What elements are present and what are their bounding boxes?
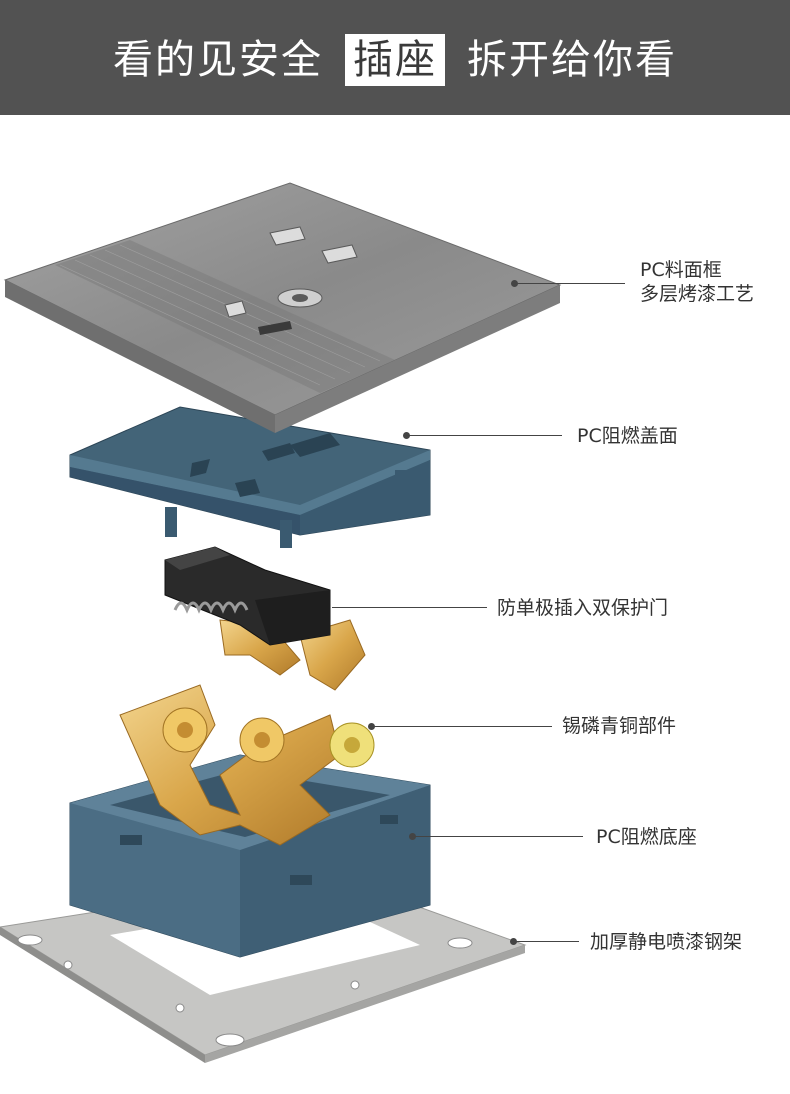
base-dot	[409, 833, 416, 840]
frame-dot	[510, 938, 517, 945]
faceplate-leader	[515, 283, 625, 284]
copper-contacts	[119, 619, 375, 846]
shutter-leader	[332, 607, 487, 608]
shutter-label: 防单极插入双保护门	[497, 597, 669, 619]
exploded-socket-illustration	[0, 182, 562, 1063]
page-title: 看的见安全插座拆开给你看	[0, 28, 790, 90]
base-label: PC阻燃底座	[596, 826, 697, 848]
faceplate-label-line2: 多层烤漆工艺	[640, 283, 755, 305]
faceplate-label: PC料面框 多层烤漆工艺	[640, 258, 754, 306]
copper-leader	[372, 726, 552, 727]
cover-dot	[403, 432, 410, 439]
faceplate-label-line1: PC料面框	[640, 259, 722, 281]
title-right: 拆开给你看	[467, 37, 677, 83]
safety-shutter	[164, 546, 331, 646]
socket-cover	[69, 406, 431, 548]
cover-label: PC阻燃盖面	[577, 425, 678, 447]
frame-label: 加厚静电喷漆钢架	[590, 931, 743, 953]
copper-dot	[368, 723, 375, 730]
copper-label: 锡磷青铜部件	[562, 715, 677, 737]
cover-leader	[407, 435, 562, 436]
frame-leader	[514, 941, 579, 942]
faceplate-dot	[511, 280, 518, 287]
title-left: 看的见安全	[113, 37, 323, 83]
base-leader	[413, 836, 583, 837]
title-highlight: 插座	[345, 34, 445, 86]
faceplate	[3, 182, 562, 433]
